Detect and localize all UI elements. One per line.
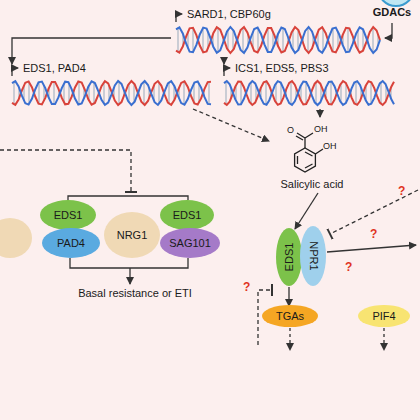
- output-arrow: [129, 268, 130, 284]
- atom-label: OH: [314, 124, 328, 135]
- arrow-connector: [223, 57, 224, 64]
- protein-oval: PAD4: [42, 228, 100, 258]
- node-label: EDS1, PAD4: [23, 62, 86, 75]
- node-label: EDS1: [173, 209, 202, 222]
- npr1-output-arrow: [327, 245, 416, 252]
- question-mark: ?: [370, 228, 377, 241]
- protein-oval: PIF4: [358, 305, 410, 327]
- molecule-node: Salicylic acid: [268, 116, 356, 192]
- node-label: ICS1, EDS5, PBS3: [235, 62, 329, 75]
- protein-oval: NRG1: [104, 212, 160, 258]
- node-label: PAD4: [57, 237, 85, 250]
- protein-oval: EDS1: [40, 200, 96, 230]
- node-label: EDS1: [283, 243, 296, 272]
- node-label: EDS1: [54, 209, 83, 222]
- question-mark: ?: [243, 281, 250, 294]
- dashed-arrow: [289, 328, 290, 350]
- question-mark: ?: [398, 185, 405, 198]
- bracket-bottom: [70, 258, 188, 268]
- arrow-connector: [288, 287, 289, 306]
- question-mark: ?: [345, 261, 352, 274]
- organelle-node: GDACs: [366, 6, 418, 22]
- protein-oval: NPR1: [300, 226, 326, 286]
- protein-oval: EDS1: [276, 228, 302, 286]
- arrow-connector: [12, 38, 171, 64]
- bracket-top: [68, 196, 188, 200]
- protein-oval: TGAs: [262, 305, 318, 327]
- node-label: GDACs: [366, 6, 418, 19]
- protein-oval: SAG101: [160, 228, 220, 258]
- node-label: NRG1: [117, 229, 148, 242]
- node-label: NPR1: [307, 241, 320, 270]
- arrow-connector: [385, 23, 392, 38]
- outcome-label: Basal resistance or ETI: [35, 287, 235, 300]
- dashed-arrow: [383, 328, 384, 350]
- node-label: Salicylic acid: [268, 178, 356, 191]
- node-label: SAG101: [169, 237, 211, 250]
- node-label: PIF4: [372, 310, 395, 323]
- gdac-circle: [378, 0, 414, 6]
- arrow-connector: [193, 109, 269, 141]
- gene-dna: SARD1, CBP60g: [172, 8, 384, 56]
- arrow-connector: [295, 193, 318, 229]
- salicylic-structure: [295, 133, 323, 172]
- node-label: TGAs: [276, 310, 304, 323]
- atom-label: OH: [323, 141, 337, 152]
- partial-protein: [0, 218, 32, 258]
- gene-dna: EDS1, PAD4: [8, 62, 215, 108]
- arrow-connector: [319, 109, 320, 117]
- node-label: SARD1, CBP60g: [187, 8, 271, 21]
- protein-oval: EDS1: [160, 200, 214, 230]
- gene-dna: ICS1, EDS5, PBS3: [220, 62, 398, 108]
- atom-label: O: [287, 125, 294, 136]
- dashed-inhibition: [0, 150, 131, 192]
